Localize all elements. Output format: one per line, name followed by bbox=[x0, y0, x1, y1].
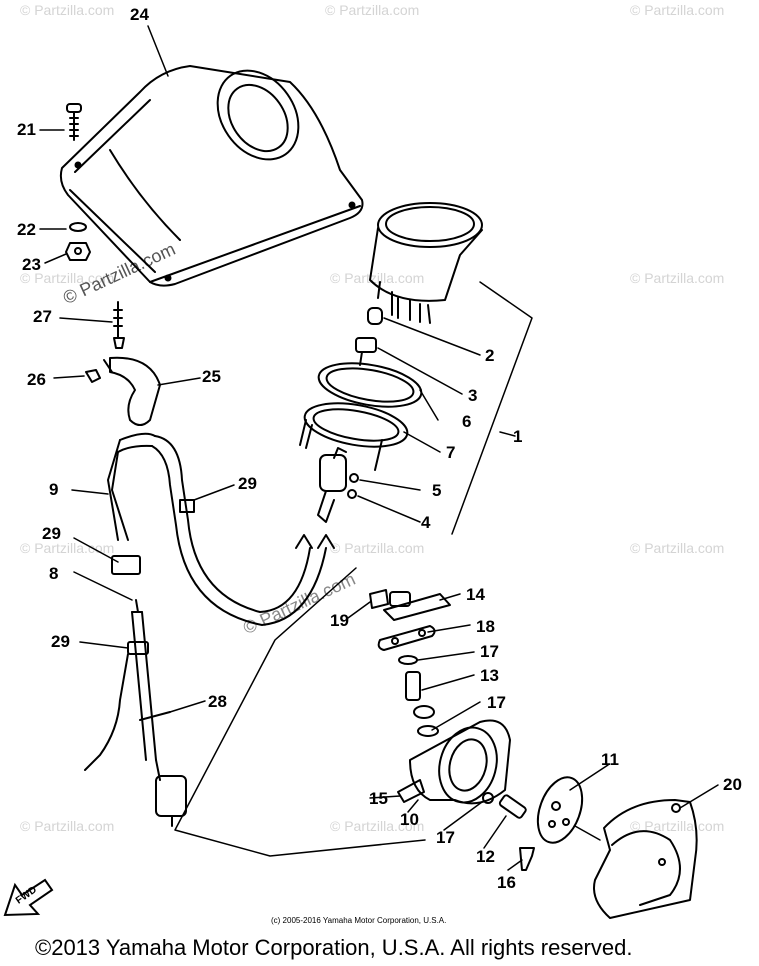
callout-26: 26 bbox=[27, 370, 46, 389]
screw-part bbox=[66, 103, 82, 141]
callout-29: 29 bbox=[51, 632, 70, 651]
watermark: © Partzilla.com bbox=[330, 270, 425, 286]
callout-4: 4 bbox=[421, 513, 431, 532]
callout-2: 2 bbox=[485, 346, 495, 365]
housing-bolt-part bbox=[397, 779, 425, 803]
callout-25: 25 bbox=[202, 367, 221, 386]
callout-3: 3 bbox=[468, 386, 478, 405]
oil-seal-part bbox=[417, 725, 439, 737]
callout-29: 29 bbox=[238, 474, 257, 493]
callout-27: 27 bbox=[33, 307, 52, 326]
callout-23: 23 bbox=[22, 255, 41, 274]
speedometer-cable-part bbox=[107, 432, 335, 626]
group-bracket bbox=[174, 281, 533, 857]
gear-housing-part bbox=[409, 719, 511, 805]
callout-28: 28 bbox=[208, 692, 227, 711]
callout-1: 1 bbox=[513, 427, 523, 446]
watermark: © Partzilla.com bbox=[630, 540, 725, 556]
watermark: © Partzilla.com bbox=[630, 270, 725, 286]
callout-9: 9 bbox=[49, 480, 59, 499]
callout-6: 6 bbox=[462, 412, 472, 431]
callout-13: 13 bbox=[480, 666, 499, 685]
callout-21: 21 bbox=[17, 120, 36, 139]
gearbox-cover-part bbox=[383, 591, 451, 621]
callout-11: 11 bbox=[601, 750, 619, 769]
plate-bolt-part bbox=[519, 847, 535, 871]
socket-part bbox=[355, 337, 377, 366]
gearbox-screw-part bbox=[369, 589, 389, 609]
callout-17: 17 bbox=[436, 828, 455, 847]
callout-15: 15 bbox=[369, 789, 388, 808]
clamp-nut-part bbox=[85, 369, 101, 383]
watermark: © Partzilla.com bbox=[630, 2, 725, 18]
copyright-small: (c) 2005-2016 Yamaha Motor Corporation, … bbox=[271, 916, 447, 925]
callout-5: 5 bbox=[432, 481, 442, 500]
meter-cover-part bbox=[59, 65, 364, 287]
callout-19: 19 bbox=[330, 611, 349, 630]
watermark: © Partzilla.com bbox=[20, 2, 115, 18]
cable-clamp-part bbox=[103, 356, 161, 426]
gearbox-gasket-part bbox=[377, 625, 436, 651]
drive-plate-part bbox=[536, 776, 584, 844]
clamp-bolt-part bbox=[113, 301, 125, 349]
nut-part bbox=[65, 242, 91, 261]
watermark: © Partzilla.com bbox=[330, 540, 425, 556]
washer-part bbox=[69, 222, 87, 232]
callout-20: 20 bbox=[723, 775, 742, 794]
callout-7: 7 bbox=[446, 443, 456, 462]
washer-part bbox=[482, 792, 494, 804]
watermark: © Partzilla.com bbox=[325, 2, 420, 18]
callout-12: 12 bbox=[476, 847, 495, 866]
drive-shaft-part bbox=[498, 794, 527, 819]
hub-cover-part bbox=[593, 799, 698, 919]
cable-grommet-part bbox=[111, 499, 195, 655]
gasket-part bbox=[317, 362, 423, 408]
callout-16: 16 bbox=[497, 873, 516, 892]
watermark: © Partzilla.com bbox=[20, 540, 115, 556]
tachometer-cable-part bbox=[84, 599, 187, 827]
oil-seal-part bbox=[398, 655, 418, 665]
callout-22: 22 bbox=[17, 220, 36, 239]
meter-cable-end-part bbox=[317, 447, 347, 523]
watermark: © Partzilla.com bbox=[630, 818, 725, 834]
drive-gear-part bbox=[405, 671, 435, 719]
callout-18: 18 bbox=[476, 617, 495, 636]
callout-24: 24 bbox=[130, 5, 149, 24]
callout-29: 29 bbox=[42, 524, 61, 543]
forward-arrow-icon bbox=[3, 878, 54, 917]
leader-lines bbox=[39, 25, 719, 871]
bulb-part bbox=[367, 307, 383, 325]
callout-17: 17 bbox=[487, 693, 506, 712]
callout-10: 10 bbox=[400, 810, 419, 829]
callout-14: 14 bbox=[466, 585, 485, 604]
speedometer-part bbox=[369, 202, 483, 324]
callout-8: 8 bbox=[49, 564, 59, 583]
callout-17: 17 bbox=[480, 642, 499, 661]
watermark: © Partzilla.com bbox=[330, 818, 425, 834]
watermark: © Partzilla.com bbox=[20, 270, 115, 286]
indicator-part bbox=[347, 473, 359, 499]
watermark: © Partzilla.com bbox=[20, 818, 115, 834]
copyright-notice: ©2013 Yamaha Motor Corporation, U.S.A. A… bbox=[35, 935, 633, 960]
